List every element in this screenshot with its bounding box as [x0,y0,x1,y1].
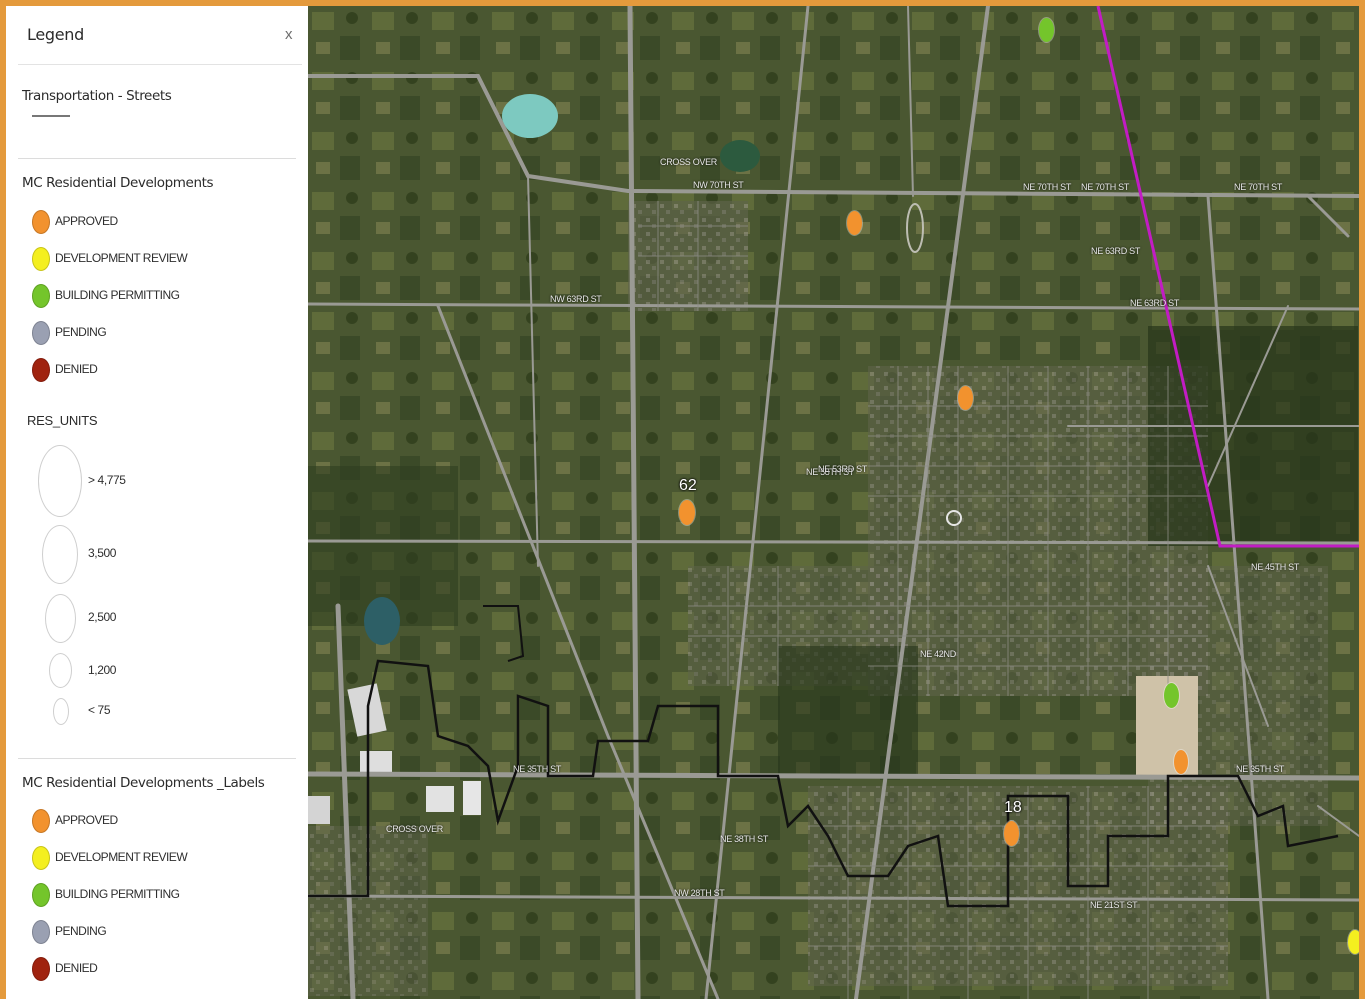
street-label: NE 21ST ST [1090,900,1138,910]
legend-header: Legend x [18,6,302,65]
street-label: CROSS OVER [386,824,444,834]
approved-symbol [32,809,50,833]
legend-divider [18,158,296,159]
legend-section-title-labels: MC Residential Developments _Labels [22,775,265,791]
approved-symbol [32,210,50,234]
legend-item-denied: DENIED [32,357,292,383]
pending-symbol [32,321,50,345]
size-item-label: < 75 [88,703,111,717]
street-label: NE 63RD ST [1130,298,1180,308]
legend-item-label: DEVELOPMENT REVIEW [55,251,188,265]
street-label: NE 58TH ST [806,467,855,477]
street-label: NW 70TH ST [693,180,744,190]
development-label: 18 [1004,799,1022,816]
legend-section-title-developments: MC Residential Developments [22,175,214,191]
legend-item-development-review: DEVELOPMENT REVIEW [32,246,292,272]
development-marker[interactable] [1004,821,1019,846]
street-label: NE 70TH ST [1023,182,1072,192]
legend-body: Transportation - Streets MC Residential … [18,65,296,999]
development-marker[interactable] [1039,18,1054,42]
size-item: 3,500 [18,525,278,585]
size-circle-symbol [49,653,72,688]
size-item: 2,500 [18,594,278,644]
development-marker[interactable] [1164,683,1179,708]
close-icon[interactable]: x [285,26,293,43]
res-units-title: RES_UNITS [27,413,98,428]
legend-item-label: BUILDING PERMITTING [55,288,180,302]
size-circle-symbol [53,698,69,725]
street-label: CROSS OVER [660,157,718,167]
legend-item-label: DEVELOPMENT REVIEW [55,850,188,864]
app-frame: Legend x Transportation - Streets MC Res… [6,6,1359,999]
street-label: NE 70TH ST [1081,182,1130,192]
size-item: < 75 [18,698,278,726]
legend-item-label: BUILDING PERMITTING [55,887,180,901]
street-label: NW 28TH ST [674,888,725,898]
development-review-symbol [32,247,50,271]
development-marker[interactable] [847,211,862,235]
street-label: NE 38TH ST [720,834,769,844]
development-marker[interactable] [679,500,695,525]
building-permitting-symbol [32,883,50,907]
size-item-label: 3,500 [88,546,117,560]
legend-item-building-permitting: BUILDING PERMITTING [32,283,292,309]
size-item: 1,200 [18,653,278,689]
street-label: NE 35TH ST [513,764,562,774]
size-circle-symbol [45,594,76,643]
street-label: NE 45TH ST [1251,562,1300,572]
size-item: > 4,775 [18,445,278,519]
legend-item-approved: APPROVED [32,808,292,834]
legend-item-pending: PENDING [32,919,292,945]
legend-item-label: DENIED [55,362,98,376]
legend-item-pending: PENDING [32,320,292,346]
legend-item-label: PENDING [55,924,107,938]
denied-symbol [32,957,50,981]
development-label: 62 [679,477,697,494]
denied-symbol [32,358,50,382]
legend-item-denied: DENIED [32,956,292,982]
street-label: NE 35TH ST [1236,764,1285,774]
street-label: NW 63RD ST [550,294,602,304]
legend-item-building-permitting: BUILDING PERMITTING [32,882,292,908]
development-marker[interactable] [1348,930,1359,954]
pending-symbol [32,920,50,944]
street-line-symbol [32,115,70,117]
legend-item-label: APPROVED [55,813,118,827]
legend-item-approved: APPROVED [32,209,292,235]
size-circle-symbol [42,525,78,584]
legend-item-label: APPROVED [55,214,118,228]
size-item-label: > 4,775 [88,473,126,487]
size-circle-symbol [38,445,82,517]
legend-section-title-streets: Transportation - Streets [22,88,172,104]
size-item-label: 2,500 [88,610,117,624]
building-permitting-symbol [32,284,50,308]
legend-item-label: DENIED [55,961,98,975]
map-view[interactable]: NW 70TH ST NE 70TH ST NE 70TH ST NE 70TH… [308,6,1359,999]
legend-title: Legend [27,25,84,44]
size-item-label: 1,200 [88,663,117,677]
street-label: NE 63RD ST [1091,246,1141,256]
development-marker[interactable] [958,386,973,410]
street-label: NE 42ND [920,649,956,659]
development-review-symbol [32,846,50,870]
legend-item-label: PENDING [55,325,107,339]
satellite-basemap [308,6,1359,999]
legend-panel: Legend x Transportation - Streets MC Res… [18,6,302,999]
legend-item-development-review: DEVELOPMENT REVIEW [32,845,292,871]
development-marker[interactable] [1174,750,1188,774]
street-label: NE 70TH ST [1234,182,1283,192]
street-label: NE 53RD ST [818,464,868,474]
legend-divider [18,758,296,759]
